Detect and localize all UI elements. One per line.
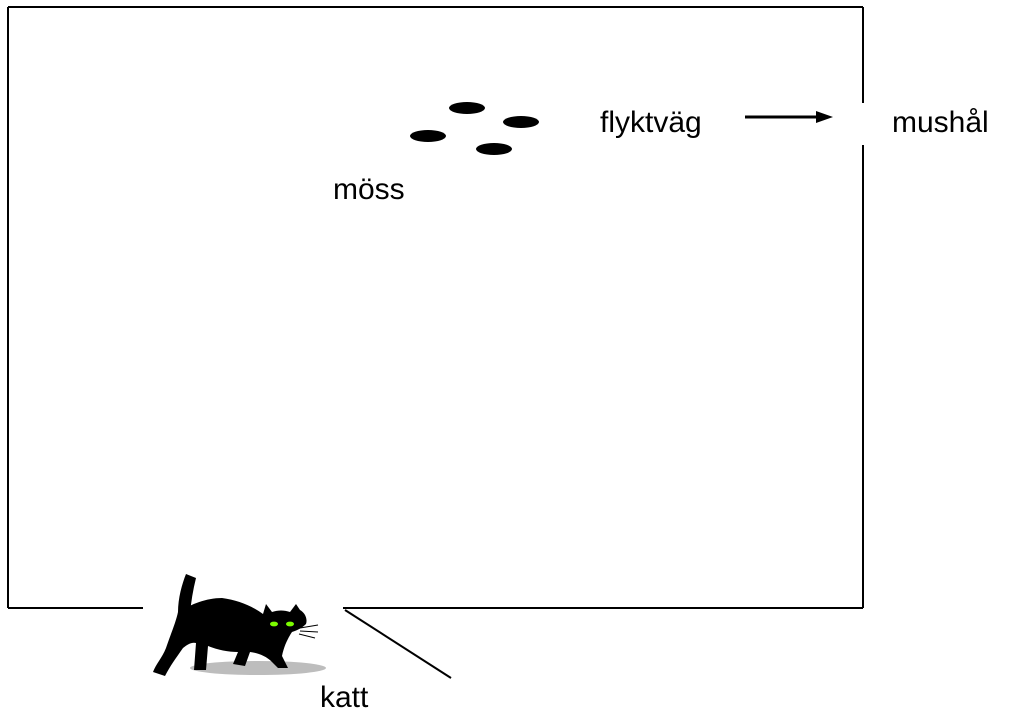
cat-tail (178, 574, 196, 614)
mouse-icon (476, 143, 512, 155)
escape-route-label: flyktväg (600, 106, 702, 139)
escape-arrow-icon (745, 111, 833, 123)
cat-shadow (190, 661, 326, 675)
mouse-hole-label: mushål (892, 106, 989, 139)
cat-icon (153, 574, 326, 676)
mouse-icon (449, 102, 485, 114)
cat-eye (270, 621, 278, 627)
cat-whiskers (298, 624, 319, 639)
door-panel (344, 609, 452, 679)
room-walls (7, 6, 864, 679)
cat-eye (286, 621, 294, 627)
cat-body (153, 598, 307, 676)
mice-group (410, 102, 539, 155)
mouse-icon (410, 130, 446, 142)
cat-label: katt (320, 681, 369, 714)
mice-label: möss (333, 173, 405, 206)
mouse-icon (503, 116, 539, 128)
